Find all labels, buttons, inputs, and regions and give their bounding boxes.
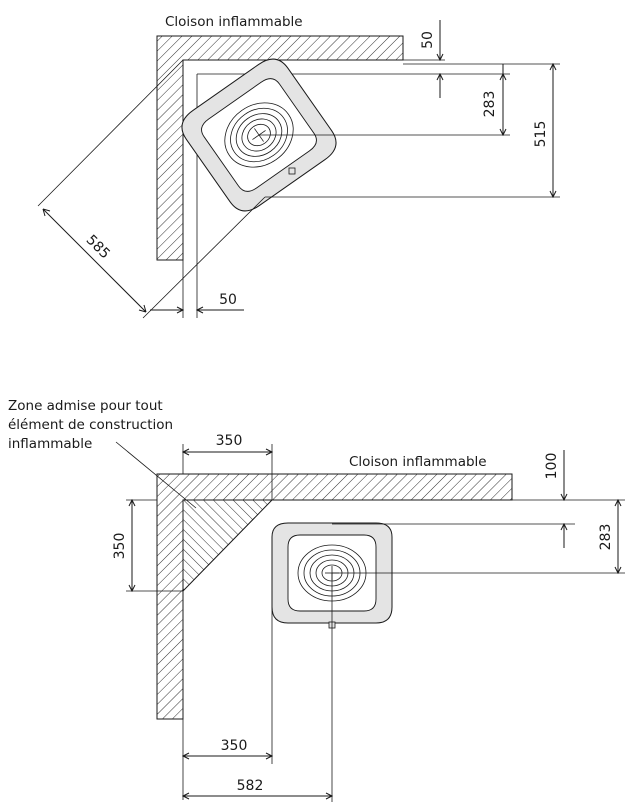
top-dim-585-arrowhead-1 bbox=[42, 208, 51, 217]
top-ext-line-585-a bbox=[37, 59, 184, 207]
top-ext-line-585-b bbox=[142, 196, 266, 319]
bottom-dim-100-arrowhead-1 bbox=[560, 493, 568, 502]
bottom-dim-582-arrowhead-1 bbox=[181, 792, 190, 800]
bottom-dim-283: 283 bbox=[598, 524, 614, 551]
top-dim-515: 515 bbox=[533, 121, 549, 148]
bottom-dim-350-top: 350 bbox=[216, 433, 243, 449]
top-stove-foot bbox=[288, 167, 296, 175]
bottom-dim-350-top-arrowhead-2 bbox=[265, 448, 274, 456]
bottom-dim-283-arrowhead-1 bbox=[614, 498, 622, 507]
zone-label-line-2: élément de construction bbox=[8, 417, 173, 433]
top-dim-50-horizontal: 50 bbox=[219, 292, 237, 308]
bottom-dim-582-arrowhead-2 bbox=[325, 792, 334, 800]
zone-label-line-1: Zone admise pour tout bbox=[8, 398, 163, 414]
bottom-dim-283-arrowhead-2 bbox=[614, 566, 622, 575]
top-dim-283: 283 bbox=[482, 91, 498, 118]
top-dim-585: 585 bbox=[83, 232, 113, 262]
top-dim-50h-arrowhead-2 bbox=[195, 306, 204, 314]
bottom-dim-100-arrowhead-2 bbox=[560, 522, 568, 531]
top-dim-585-arrowhead-2 bbox=[138, 304, 147, 313]
bottom-dim-350-left: 350 bbox=[112, 533, 128, 560]
top-dim-585-line bbox=[42, 208, 147, 313]
bottom-dim-350-top-arrowhead-1 bbox=[181, 448, 190, 456]
top-dim-515-arrowhead-1 bbox=[549, 62, 557, 71]
zone-leader-line bbox=[115, 441, 197, 509]
top-dim-50h-arrowhead-1 bbox=[176, 306, 185, 314]
bottom-dim-350-bottom: 350 bbox=[221, 738, 248, 754]
top-wall-label: Cloison inflammable bbox=[165, 14, 303, 30]
bottom-dim-100: 100 bbox=[544, 453, 560, 480]
top-dim-283-arrowhead-1 bbox=[499, 72, 507, 81]
bottom-wall-label: Cloison inflammable bbox=[349, 454, 487, 470]
bottom-dim-350-bottom-arrowhead-2 bbox=[265, 752, 274, 760]
bottom-dim-350-left-arrowhead-1 bbox=[128, 498, 136, 507]
top-figure: Cloison inflammable 50 283 515 585 bbox=[37, 14, 560, 319]
bottom-figure: Zone admise pour tout élément de constru… bbox=[8, 398, 625, 802]
top-dim-515-arrowhead-2 bbox=[549, 190, 557, 199]
top-dim-50-arrowhead-1 bbox=[436, 53, 444, 62]
top-dim-50-vertical: 50 bbox=[420, 31, 436, 49]
bottom-dim-350-bottom-arrowhead-1 bbox=[181, 752, 190, 760]
zone-label-line-3: inflammable bbox=[8, 436, 92, 452]
top-dim-283-arrowhead-2 bbox=[499, 128, 507, 137]
bottom-zone-triangle bbox=[182, 499, 274, 593]
bottom-dim-350-left-arrowhead-2 bbox=[128, 584, 136, 593]
bottom-dim-582: 582 bbox=[237, 778, 264, 794]
